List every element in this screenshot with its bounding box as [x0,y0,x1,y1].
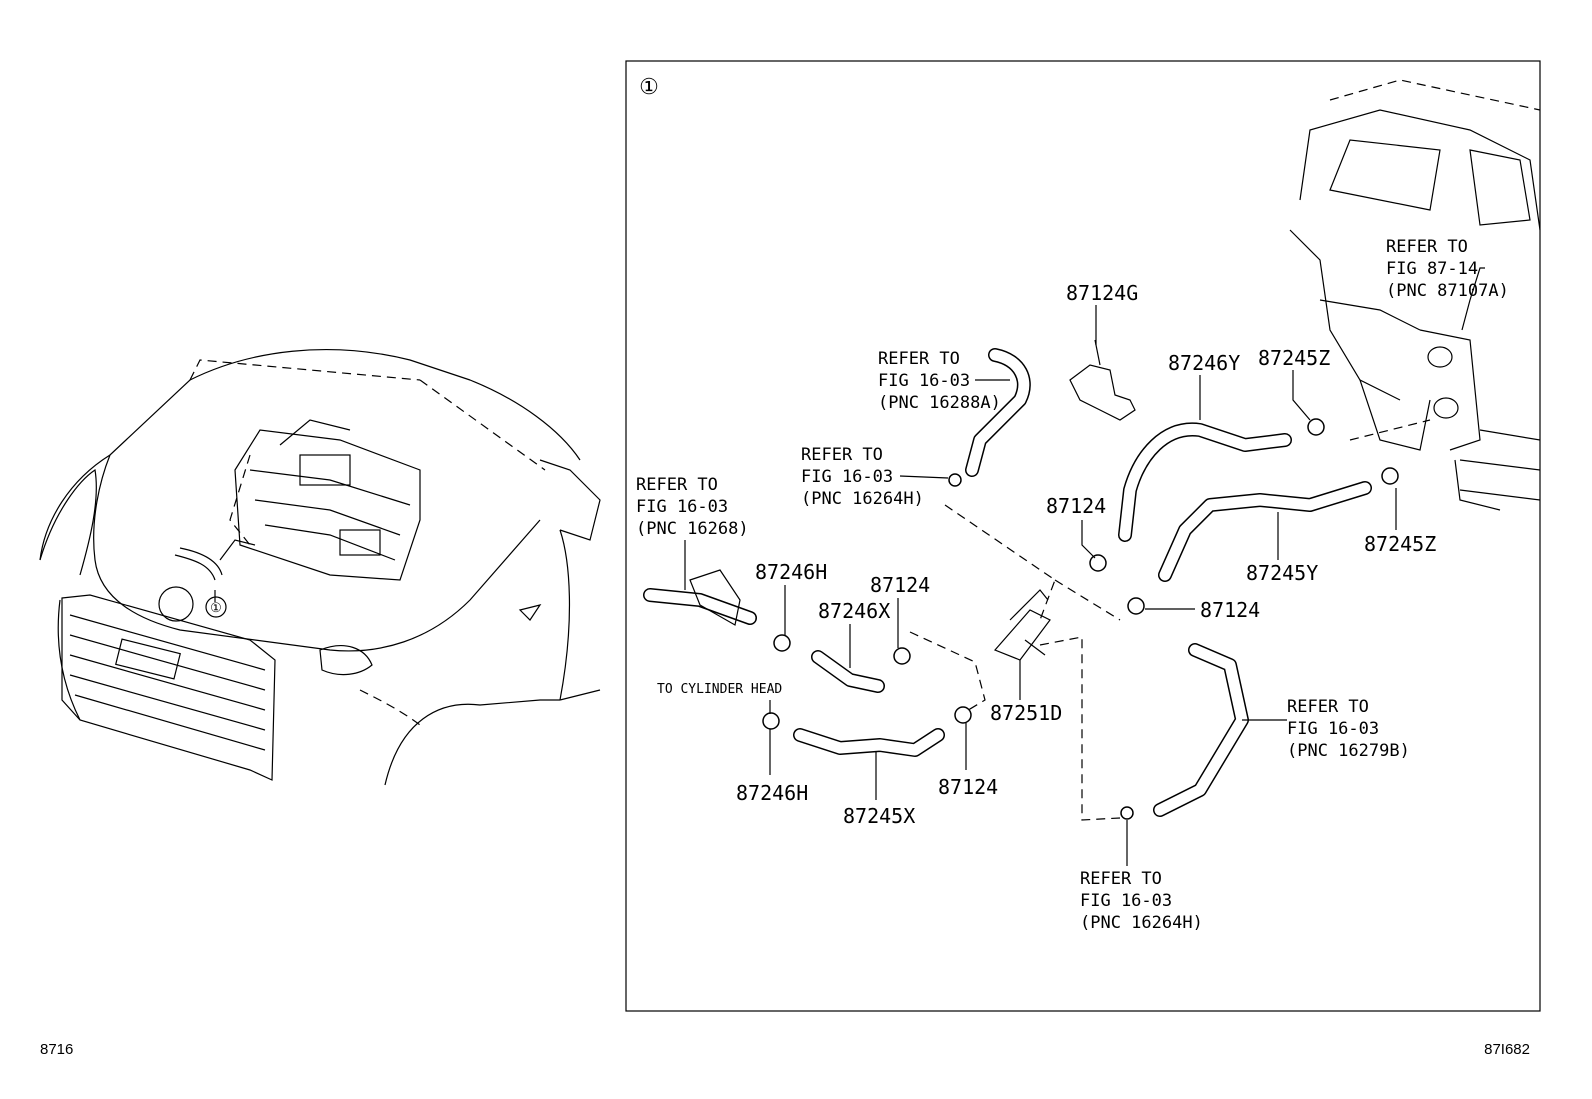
ref-16279b: REFER TO FIG 16-03 (PNC 16279B) [1287,697,1410,761]
hvac-unit-sketch [229,419,421,581]
ref-87107a: REFER TO FIG 87-14 (PNC 87107A) [1386,237,1509,301]
part-87246h-top: 87246H [755,560,827,584]
part-87251d: 87251D [990,701,1062,725]
ref-16288a: REFER TO FIG 16-03 (PNC 16288A) [878,349,1001,413]
heater-unit [1289,79,1541,511]
detail-callout-marker: ① [639,75,659,100]
overview-marker: ① [210,601,222,616]
ref-16264h-top: REFER TO FIG 16-03 (PNC 16264H) [801,445,924,509]
vehicle-overview: ① [39,349,601,786]
water-valve-87251d [993,589,1051,661]
overview-callout [205,596,227,618]
part-87245z-right: 87245Z [1364,532,1436,556]
detail-frame [625,60,1541,1012]
part-87246y: 87246Y [1168,351,1240,375]
part-87124-b: 87124 [938,775,998,799]
part-87124-a: 87124 [870,573,930,597]
footer-right-code: 87I682 [1484,1041,1530,1058]
part-87245z-top: 87245Z [1258,346,1330,370]
part-87245x: 87245X [843,804,915,828]
footer-left-code: 8716 [40,1041,73,1058]
part-87124g: 87124G [1066,281,1138,305]
part-87124-mid: 87124 [1046,494,1106,518]
part-87246h-bottom: 87246H [736,781,808,805]
to-cylinder-head-label: TO CYLINDER HEAD [657,682,782,697]
part-87245y: 87245Y [1246,561,1318,585]
part-87124-right: 87124 [1200,598,1260,622]
ref-16264h-bottom: REFER TO FIG 16-03 (PNC 16264H) [1080,869,1203,933]
ref-16268: REFER TO FIG 16-03 (PNC 16268) [636,475,749,539]
part-87246x: 87246X [818,599,890,623]
hose-clamps [762,418,1399,820]
